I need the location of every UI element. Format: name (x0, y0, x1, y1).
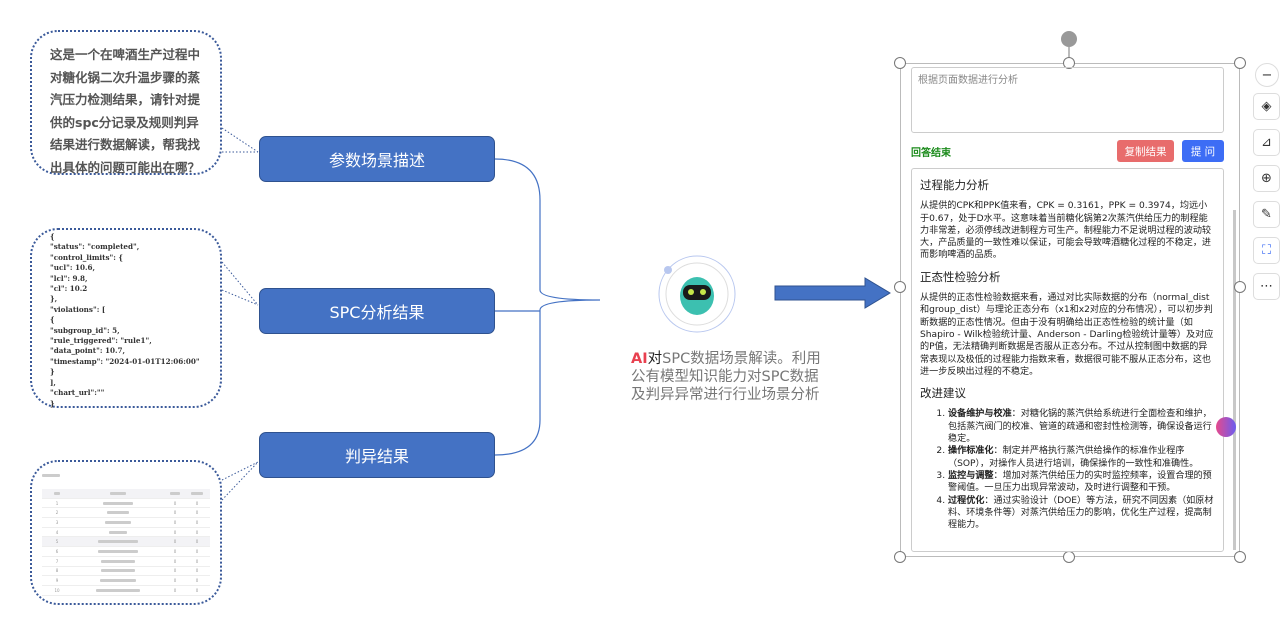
table-header (42, 489, 210, 499)
list-item: 操作标准化：制定并严格执行蒸汽供给操作的标准作业程序（SOP），对操作人员进行培… (948, 445, 1215, 470)
crop-icon[interactable]: ⊿ (1253, 129, 1280, 156)
minus-icon[interactable]: − (1255, 63, 1279, 87)
answer-status: 回答结束 (911, 148, 951, 159)
caption-text: SPC数据场景解读。利用公有模型知识能力对SPC数据及判异异常进行行业场景分析 (631, 351, 821, 403)
list-item: 过程优化：通过实验设计（DOE）等方法，研究不同因素（如原材料、环境条件等）对蒸… (948, 495, 1215, 532)
magic-wand-icon[interactable]: ✎ (1253, 201, 1280, 228)
layers-icon[interactable]: ◈ (1253, 93, 1280, 120)
paragraph-normality: 从提供的正态性检验数据来看，通过对比实际数据的分布（normal_dist和gr… (920, 293, 1214, 377)
rotate-handle-icon (1061, 31, 1077, 47)
caption-dui: 对 (647, 351, 663, 367)
param-scene-box: 参数场景描述 (259, 136, 495, 182)
question-bubble: 这是一个在啤酒生产过程中对糖化锅二次升温步骤的蒸汽压力检测结果，请针对提供的sp… (30, 30, 222, 175)
rule-result-box: 判异结果 (259, 432, 495, 478)
bubble2-tail (221, 261, 259, 306)
ai-assistant-icon[interactable] (1216, 417, 1236, 437)
resize-handle[interactable] (1234, 281, 1246, 293)
resize-handle[interactable] (894, 281, 906, 293)
resize-handle[interactable] (1063, 551, 1075, 563)
translate-icon[interactable]: ⛶ (1253, 237, 1280, 264)
list-item: 监控与调整：增加对蒸汽供给压力的实时监控频率，设置合理的预警阈值。一旦压力出现异… (948, 470, 1215, 495)
zoom-in-icon[interactable]: ⊕ (1253, 165, 1280, 192)
heading-capability: 过程能力分析 (920, 178, 989, 192)
resize-handle[interactable] (1063, 57, 1075, 69)
result-content[interactable]: 过程能力分析 从提供的CPK和PPK值来看，CPK = 0.3161，PPK =… (911, 168, 1224, 552)
list-item: 设备维护与校准：对糖化锅的蒸汽供给系统进行全面检查和维护，包括蒸汽阀门的校准、管… (948, 408, 1215, 445)
spc-json-bubble: { "status": "completed", "control_limits… (30, 228, 222, 408)
table-title-placeholder (42, 474, 60, 477)
copy-result-button[interactable]: 复制结果 (1117, 140, 1174, 162)
bubble1-tail (221, 127, 259, 153)
heading-suggestions: 改进建议 (920, 386, 966, 401)
resize-handle[interactable] (894, 551, 906, 563)
question-input[interactable]: 根据页面数据进行分析 (911, 67, 1224, 133)
bubble3-tail (221, 461, 259, 501)
robot-icon (658, 255, 736, 333)
more-icon[interactable]: ⋯ (1253, 273, 1280, 300)
right-arrow (774, 277, 891, 309)
brace-connector (494, 158, 601, 456)
spc-result-box: SPC分析结果 (259, 288, 495, 334)
resize-handle[interactable] (894, 57, 906, 69)
scrollbar (1233, 210, 1236, 550)
paragraph-capability: 从提供的CPK和PPK值来看，CPK = 0.3161，PPK = 0.3974… (920, 201, 1212, 261)
resize-handle[interactable] (1234, 57, 1246, 69)
suggestion-list: 设备维护与校准：对糖化锅的蒸汽供给系统进行全面检查和维护，包括蒸汽阀门的校准、管… (920, 408, 1215, 531)
ask-button[interactable]: 提 问 (1182, 140, 1224, 162)
caption-ai: AI (631, 351, 648, 367)
resize-handle[interactable] (1234, 551, 1246, 563)
caption: AI对SPC数据场景解读。利用公有模型知识能力对SPC数据及判异异常进行行业场景… (631, 350, 826, 404)
heading-normality: 正态性检验分析 (920, 269, 1001, 284)
